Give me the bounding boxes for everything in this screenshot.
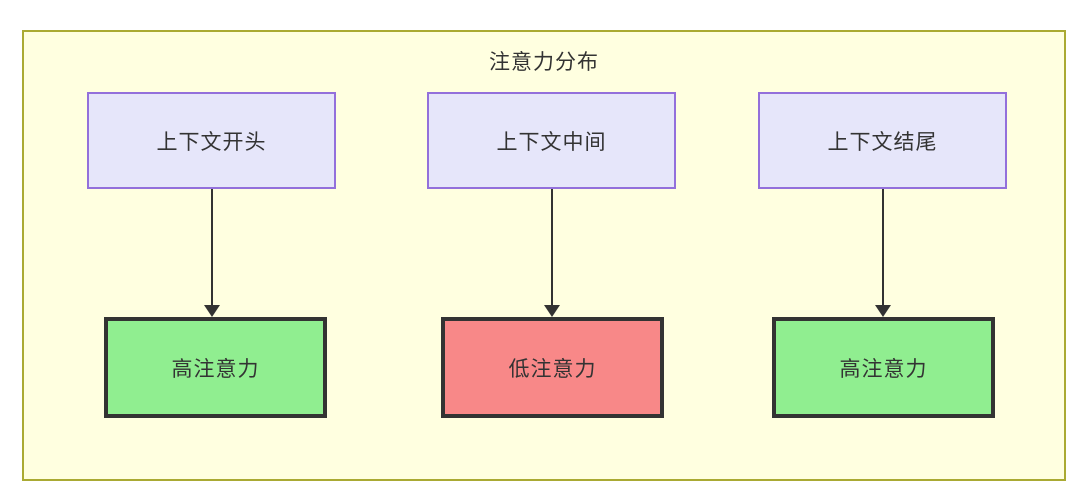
diagram-title: 注意力分布 xyxy=(489,51,599,74)
node-low-attention-middle[interactable]: 低注意力 xyxy=(441,317,664,418)
node-high-attention-end[interactable]: 高注意力 xyxy=(772,317,995,418)
edge-context-end-to-high-attention xyxy=(872,189,894,317)
node-label: 上下文中间 xyxy=(496,130,607,154)
node-label: 上下文结尾 xyxy=(827,130,938,154)
node-context-middle[interactable]: 上下文中间 xyxy=(427,92,676,189)
node-label: 高注意力 xyxy=(171,357,260,381)
edge-context-middle-to-low-attention xyxy=(541,189,563,317)
node-context-start[interactable]: 上下文开头 xyxy=(87,92,336,189)
node-label: 低注意力 xyxy=(508,357,597,381)
edge-context-start-to-high-attention xyxy=(201,189,223,317)
node-high-attention-start[interactable]: 高注意力 xyxy=(104,317,327,418)
node-context-end[interactable]: 上下文结尾 xyxy=(758,92,1007,189)
node-label: 高注意力 xyxy=(839,357,928,381)
node-label: 上下文开头 xyxy=(156,130,267,154)
